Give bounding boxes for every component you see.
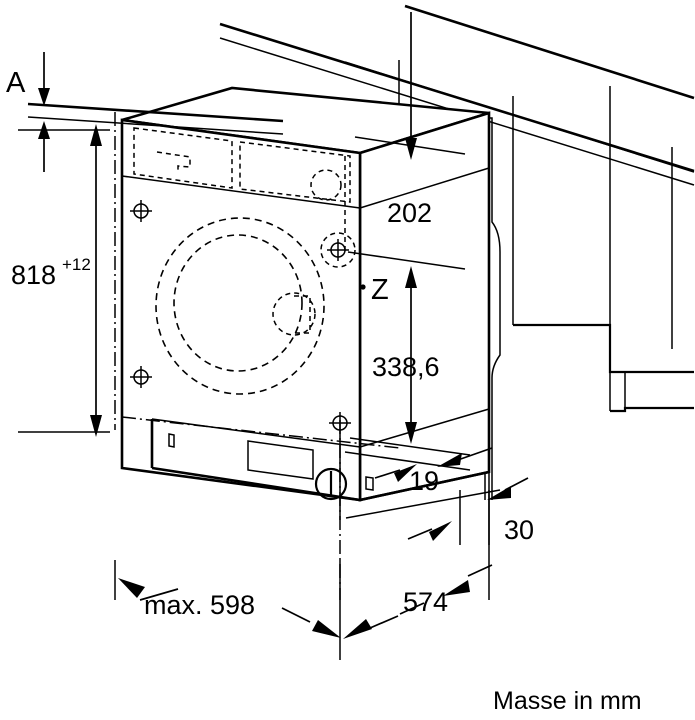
projection-line-19-lower [344,451,471,471]
plinth-latch-detail [365,476,374,491]
dimension-depth-574: 574 [343,564,493,639]
plinth-vent-slot [168,433,175,448]
dim-574-leader-left-2 [369,615,399,629]
dim-338-arrow-down [405,422,417,444]
drum-door-outer-circle [155,217,325,395]
fixing-mark-top-left [130,200,152,222]
dim-818-tolerance: +12 [62,255,91,274]
control-panel-display-outline [239,141,351,203]
program-selector-knob [310,169,342,201]
detergent-drawer-outline [133,127,233,189]
dim-574-leader-left [399,602,425,615]
dimension-height-338-6: 338,6 [372,266,440,444]
projection-line-base-right [359,470,490,502]
dim-30-value: 30 [504,515,534,545]
dim-30-leader-left [407,528,433,540]
dim-574-leader-right [467,564,493,577]
washing-machine-body [120,86,491,600]
construction-lines [27,102,501,660]
projection-line-z [347,251,466,270]
plinth-step-upper [513,323,694,374]
plinth-top-edge-front [151,418,361,448]
dimension-depth-30: 30 [407,477,534,545]
dim-818-arrow-up [90,124,102,146]
callout-z-dot [360,284,366,290]
units-note: Masse in mm [493,687,642,715]
dim-338-value: 338,6 [372,352,440,382]
dim-574-arrow-left [343,619,372,639]
dim-598-leader-right [281,607,311,623]
cabinet-side-panel-profile [485,117,501,500]
dim-202-value: 202 [387,198,432,228]
dim-598-value: max. 598 [144,590,255,620]
detergent-drawer-handle [156,151,191,173]
dim-30-arrow-right [429,521,452,541]
clearance-line-upper [27,102,284,123]
dim-598-arrow-left [118,578,145,598]
dim-19-leader-right [454,447,493,462]
dim-30-arrow-left [487,486,511,500]
dim-574-arrow-right [443,580,470,596]
callout-z-label: Z [371,274,389,306]
dimension-width-598: max. 598 [118,578,341,638]
dimension-depth-202: 202 [387,12,432,228]
plinth-bottom-edge [151,466,361,502]
dim-a-arrow-down [38,88,50,106]
plinth-top-edge-side [359,408,490,448]
callout-point-z: Z [360,274,389,306]
dim-818-arrow-down [90,415,102,437]
dim-818-value: 818 [11,260,56,290]
drain-filter-cap [314,467,348,501]
fixing-mark-top-right [320,232,356,268]
filter-access-flap [247,440,314,480]
dimension-height-818: 818 +12 [11,124,110,437]
dimension-depth-19: 19 [374,447,493,496]
drum-door-inner-circle [173,234,303,372]
dim-a-label: A [6,67,26,99]
dim-598-leader-left [139,588,179,601]
clearance-line-lower [27,116,284,135]
door-handle-recess [272,292,316,336]
fixing-mark-bottom-left [130,366,152,388]
dim-338-arrow-up [405,266,417,288]
plinth-step-lower [610,406,694,413]
projection-line-574 [345,489,501,519]
dim-19-arrow-right [394,464,417,482]
dim-19-value: 19 [409,466,439,496]
worktop-underside-line [344,61,695,173]
control-panel-lower-edge-side [359,167,490,209]
worktop-upper-edge [404,4,695,100]
projection-line-338-base [349,437,471,456]
dim-19-leader-left [374,469,401,479]
dim-19-arrow-left [437,453,462,467]
dim-574-value: 574 [403,587,448,617]
dim-598-arrow-right [312,620,341,638]
dim-202-arrow-down [405,138,417,160]
control-panel-lower-edge [121,175,361,209]
plinth-centre-line [121,416,401,449]
